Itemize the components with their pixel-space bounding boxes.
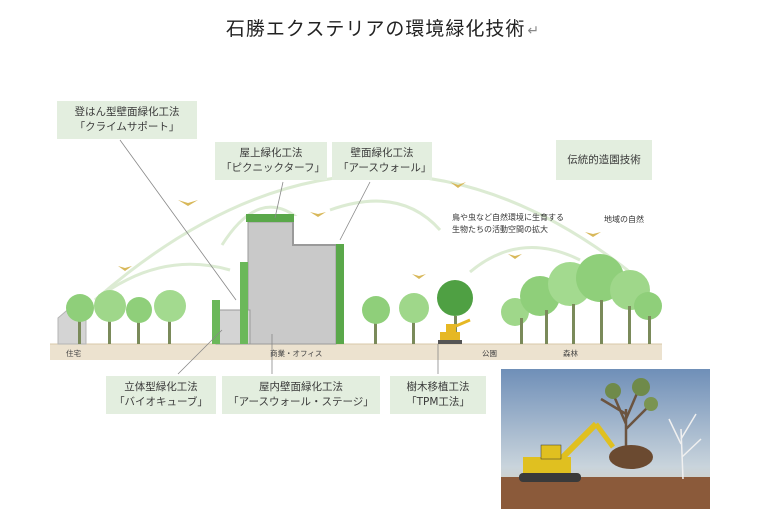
forest (501, 254, 662, 344)
label-tree-transplant: 樹木移植工法 「TPM工法」 (390, 376, 486, 414)
label-indoor-line1: 屋内壁面緑化工法 (228, 380, 374, 395)
local-nature-note: 地域の自然 (604, 214, 644, 226)
label-indoor: 屋内壁面緑化工法 「アースウォール・ステージ」 (222, 376, 380, 414)
label-indoor-line2: 「アースウォール・ステージ」 (228, 395, 374, 410)
label-climb-line1: 登はん型壁面緑化工法 (63, 105, 191, 120)
tree-transplant-photo (501, 369, 710, 509)
label-wall-line2: 「アースウォール」 (338, 161, 426, 176)
habitat-note-line1: 鳥や虫など自然環境に生育する (452, 212, 564, 224)
label-wall: 壁面緑化工法 「アースウォール」 (332, 142, 432, 180)
label-rooftop-line1: 屋上緑化工法 (221, 146, 321, 161)
label-solid-line1: 立体型緑化工法 (112, 380, 210, 395)
label-rooftop: 屋上緑化工法 「ピクニックターフ」 (215, 142, 327, 180)
label-traditional-line1: 伝統的造園技術 (562, 144, 646, 176)
label-rooftop-line2: 「ピクニックターフ」 (221, 161, 321, 176)
habitat-note: 鳥や虫など自然環境に生育する 生物たちの活動空間の拡大 (452, 212, 564, 236)
label-tree-line1: 樹木移植工法 (396, 380, 480, 395)
label-tree-line2: 「TPM工法」 (396, 395, 480, 410)
ground-label-house: 住宅 (66, 348, 81, 359)
label-solid-line2: 「バイオキューブ」 (112, 395, 210, 410)
ground-label-forest: 森林 (563, 348, 578, 359)
ground-label-commercial: 商業・オフィス (270, 348, 322, 359)
arc-mid (330, 201, 440, 230)
ground-label-park: 公園 (482, 348, 497, 359)
label-traditional: 伝統的造園技術 (556, 140, 652, 180)
label-solid: 立体型緑化工法 「バイオキューブ」 (106, 376, 216, 414)
habitat-note-line2: 生物たちの活動空間の拡大 (452, 224, 564, 236)
label-climb-line2: 「クライムサポート」 (63, 120, 191, 135)
photo-drawing (501, 369, 710, 509)
label-climb-support: 登はん型壁面緑化工法 「クライムサポート」 (57, 101, 197, 139)
label-wall-line1: 壁面緑化工法 (338, 146, 426, 161)
